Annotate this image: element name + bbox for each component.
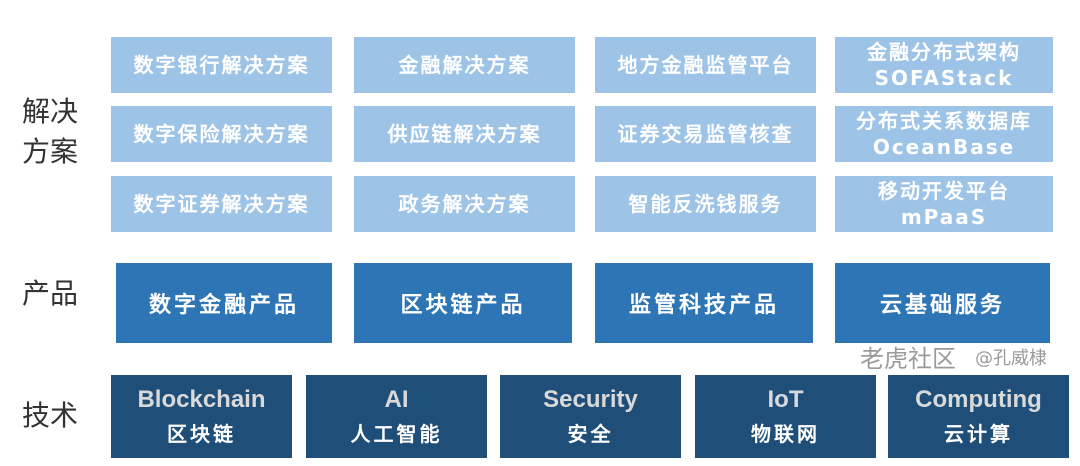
solution-label: mPaaS <box>900 205 988 229</box>
technology-box: Blockchain 区块链 <box>111 375 292 458</box>
layer-label-solutions: 解决方案 <box>22 95 79 168</box>
solution-box: 供应链解决方案 <box>354 106 575 162</box>
technology-cn-label: 区块链 <box>167 422 236 446</box>
technology-en-label: Security <box>543 386 638 413</box>
solution-box: 数字证券解决方案 <box>111 176 332 232</box>
solution-box: 证券交易监管核查 <box>595 106 816 162</box>
solution-label: 供应链解决方案 <box>387 122 542 146</box>
solution-label: OceanBase <box>872 135 1016 159</box>
solution-box: 政务解决方案 <box>354 176 575 232</box>
product-box: 区块链产品 <box>354 263 572 343</box>
watermark-author: @孔威棣 <box>975 348 1047 369</box>
solution-box: 智能反洗钱服务 <box>595 176 816 232</box>
product-box: 云基础服务 <box>835 263 1050 343</box>
technology-box: Security 安全 <box>500 375 681 458</box>
solution-label: 智能反洗钱服务 <box>628 192 783 216</box>
layer-label-products: 产品 <box>22 277 79 310</box>
solution-box: 金融解决方案 <box>354 37 575 93</box>
watermark-site: 老虎社区 <box>860 345 956 373</box>
solution-label: 数字保险解决方案 <box>133 122 310 146</box>
technology-en-label: Computing <box>915 386 1042 413</box>
solution-label: 政务解决方案 <box>398 192 531 216</box>
technology-box: Computing 云计算 <box>888 375 1069 458</box>
technology-box: AI 人工智能 <box>306 375 487 458</box>
technology-cn-label: 安全 <box>567 422 614 446</box>
solution-box: 数字保险解决方案 <box>111 106 332 162</box>
product-box: 数字金融产品 <box>116 263 332 343</box>
technology-en-label: Blockchain <box>137 386 266 413</box>
technology-box: IoT 物联网 <box>695 375 876 458</box>
solution-label: 数字银行解决方案 <box>133 53 310 77</box>
technology-cn-label: 物联网 <box>751 422 820 446</box>
solution-label: 金融解决方案 <box>398 53 531 77</box>
technology-cn-label: 云计算 <box>944 422 1013 446</box>
layer-label-technology: 技术 <box>22 399 79 432</box>
solution-box: 地方金融监管平台 <box>595 37 816 93</box>
technology-en-label: AI <box>384 386 409 413</box>
solution-label: 分布式关系数据库 <box>856 109 1032 133</box>
solution-label: 数字证券解决方案 <box>133 192 310 216</box>
technology-en-label: IoT <box>767 386 804 413</box>
solution-label: 证券交易监管核查 <box>617 122 794 146</box>
product-box: 监管科技产品 <box>595 263 813 343</box>
solution-label: 金融分布式架构 <box>867 40 1021 64</box>
solution-label: SOFAStack <box>874 66 1014 90</box>
solution-label: 地方金融监管平台 <box>617 53 794 77</box>
solution-label: 移动开发平台 <box>878 179 1010 203</box>
solution-box: 数字银行解决方案 <box>111 37 332 93</box>
technology-cn-label: 人工智能 <box>350 422 443 446</box>
